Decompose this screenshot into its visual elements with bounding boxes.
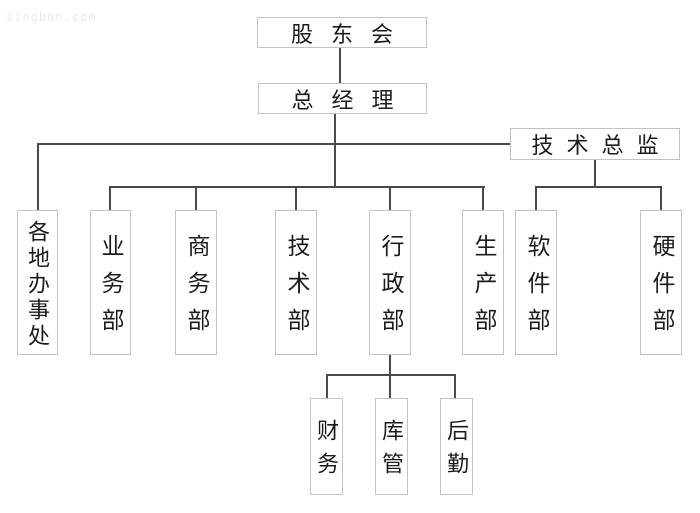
node-administration-dept: 行政部 (369, 210, 411, 355)
connector-rail-upper (37, 143, 511, 145)
connector-root-gm (339, 48, 341, 83)
connector-drop-finance (326, 374, 328, 398)
node-software-dept: 软件部 (515, 210, 557, 355)
node-finance: 财务 (310, 398, 343, 495)
connector-drop-regional-offices (37, 143, 39, 210)
connector-drop-business (109, 186, 111, 210)
connector-rail-admin (326, 374, 456, 376)
connector-drop-software (535, 186, 537, 210)
connector-gm-stem (334, 113, 336, 188)
node-shareholders: 股东会 (257, 17, 427, 48)
connector-rail-departments (109, 186, 485, 188)
node-regional-offices: 各地办事处 (17, 210, 58, 355)
connector-drop-hardware (660, 186, 662, 210)
node-hardware-dept: 硬件部 (640, 210, 682, 355)
node-technology-dept: 技术部 (275, 210, 317, 355)
node-general-manager: 总经理 (258, 83, 427, 114)
connector-drop-technology (295, 186, 297, 210)
node-warehouse: 库管 (375, 398, 408, 495)
node-logistics: 后勤 (440, 398, 473, 495)
connector-drop-production (482, 186, 484, 210)
connector-drop-commerce (195, 186, 197, 210)
node-tech-director: 技术总监 (510, 128, 680, 160)
node-commerce-dept: 商务部 (175, 210, 217, 355)
watermark: singbon.com (6, 10, 97, 24)
connector-td-stem (594, 160, 596, 188)
connector-drop-administration (389, 186, 391, 210)
connector-admin-stem (389, 355, 391, 398)
node-production-dept: 生产部 (462, 210, 504, 355)
connector-drop-logistics (454, 374, 456, 398)
connector-rail-td (535, 186, 662, 188)
node-business-dept: 业务部 (90, 210, 131, 355)
